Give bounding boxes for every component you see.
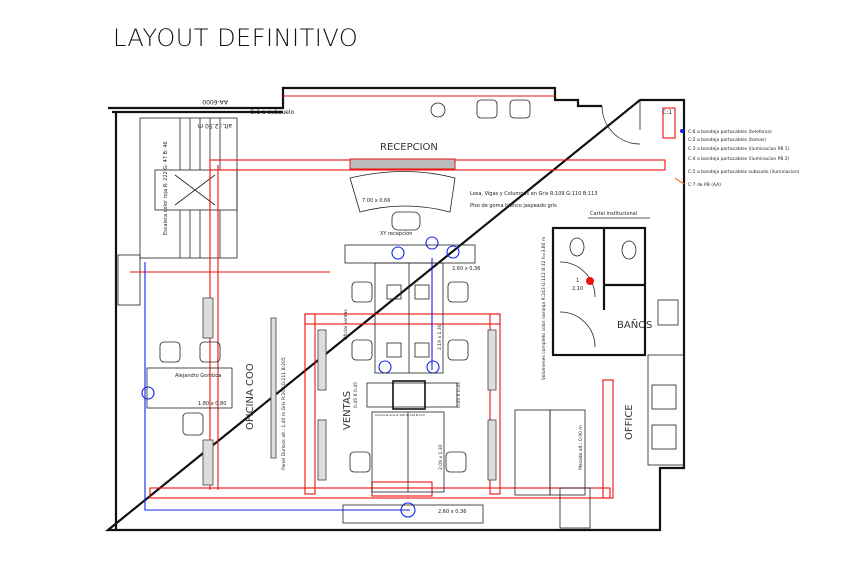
columna-note: Columna Gris R:109 G:110 B:113 (375, 413, 425, 417)
room-label-office: OFFICE (624, 404, 635, 440)
cable-legend-item: C:5 a bandeja portacables subsuelo (ilum… (688, 169, 800, 175)
outer-walls (104, 86, 686, 532)
room-label-oficina-coo: OFICINA COO (245, 363, 256, 430)
reception-desk (349, 99, 531, 231)
height-label: alt.: 2.50 m (197, 122, 232, 129)
c1-subsuelo-label: C:1 a subsuelo (250, 109, 295, 116)
cartel-label: Cartel institucional (590, 211, 637, 217)
cable-legend: C:6 a bandeja portacables (telefonia) C:… (674, 129, 800, 188)
cable-legend-item: C:7 de PB (AA) (688, 182, 721, 188)
drawing-title: LAYOUT DEFINITIVO (113, 24, 359, 52)
coo-occupant-label: Alejandro Gomboa (175, 373, 221, 379)
panel-durlock-note: Panel Durlock alt.: 1,40 m Gris R:208 G:… (281, 357, 287, 470)
sales-desks (342, 244, 484, 524)
cable-legend-item: C:4 a bandeja portacables (iluminacion P… (688, 156, 790, 162)
volumenes-note: Volumenes completo color naranja R:243 G… (541, 237, 547, 380)
desk-center-size: 2.19 x 1.30 (437, 324, 443, 350)
desk-top-size: 2,60 x 0,36 (452, 266, 480, 272)
cable-legend-item: C:3 a bandeja portacables (iluminacion P… (688, 146, 790, 152)
mesada-note: Mesada alt.: 0,90 m (578, 425, 584, 470)
bathrooms (514, 226, 685, 529)
cable-trays (130, 95, 676, 499)
room-label-ventas: VENTAS (342, 391, 353, 430)
piso-note: Piso de goma blanco jaspeado gris (470, 203, 557, 209)
oficial-ventas-label: Oficial ventas (343, 309, 349, 340)
side-table-b-size: 0.45 X 0.45 (456, 382, 462, 408)
desk-center-b-size: 2.09 x 1.30 (438, 444, 444, 470)
bano-height: 2,10 (572, 286, 583, 292)
room-label-banos: BAÑOS (617, 318, 652, 331)
room-label-recepcion: RECEPCION (380, 142, 438, 153)
side-table-a-size: 0.45 X 0.45 (353, 382, 359, 408)
losa-note: Losa, Vigas y Columnas en Gris R:109 G:1… (470, 191, 598, 197)
xy-recepcion-label: XY recepcion (380, 231, 412, 237)
escalera-note: Escalera color roja R: 222 G: 47 B: 46 (163, 141, 169, 235)
cable-legend-item: C:6 a bandeja portacables (telefonia) (688, 129, 772, 135)
desk-bottom-size: 2,60 x 0,36 (438, 509, 466, 515)
cable-legend-item: C:2 a bandeja portacables (tomas) (688, 137, 766, 143)
staircase (117, 117, 238, 306)
desk-recepcion-size: 7.00 x 0.66 (362, 198, 390, 204)
c1-label: C:1 (662, 109, 672, 116)
bano-number: 1 (576, 278, 579, 284)
aa-unit-label: AA-6000 (202, 98, 228, 105)
coo-office-furniture (146, 317, 277, 459)
coo-desk-size: 1.80 x 0.80 (198, 401, 226, 407)
